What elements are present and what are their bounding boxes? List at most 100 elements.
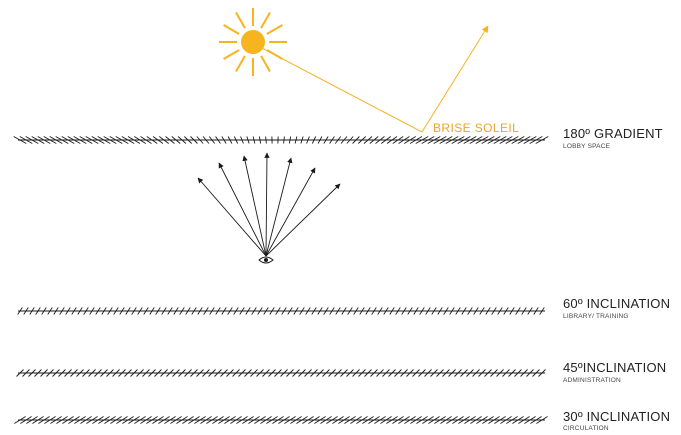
louver-fin — [239, 307, 245, 315]
louver-fin — [406, 369, 414, 377]
louver-fin — [118, 369, 126, 377]
louver-fin — [389, 307, 395, 315]
louver-fin — [434, 416, 446, 424]
louver-fin — [112, 369, 120, 377]
louver-fin — [404, 416, 416, 424]
louver-fin — [25, 136, 39, 144]
louver-fin — [31, 136, 45, 144]
louver-fin — [442, 369, 450, 377]
sight-line-arrow — [197, 177, 267, 257]
louver-fin — [61, 136, 75, 144]
louver-fin — [64, 369, 72, 377]
louver-fin — [52, 369, 60, 377]
louver-fin — [100, 369, 108, 377]
louver-fin — [310, 369, 318, 377]
louver-fin — [467, 307, 473, 315]
louver-fin — [37, 136, 51, 144]
louver-fin — [490, 369, 498, 377]
louver-fin — [370, 369, 378, 377]
louver-fin — [142, 369, 150, 377]
louver-fin — [430, 369, 438, 377]
louver-fin — [161, 307, 167, 315]
louver-fin — [392, 416, 404, 424]
louver-fin — [170, 416, 182, 424]
louver-fin — [306, 136, 310, 144]
louver-fin — [272, 416, 284, 424]
louver-fin — [257, 307, 263, 315]
louver-fin — [469, 136, 483, 144]
louver-fin — [386, 136, 398, 144]
louver-fin — [124, 369, 132, 377]
louver-fin — [425, 307, 431, 315]
louver-fin — [227, 136, 233, 144]
louver-fin — [154, 369, 162, 377]
louver-fin — [377, 307, 383, 315]
louver-fin — [288, 136, 292, 144]
louver-fin — [167, 307, 173, 315]
louver-fin — [514, 369, 522, 377]
louver-fin — [527, 307, 533, 315]
louver-fin — [329, 307, 335, 315]
louver-fin — [505, 136, 519, 144]
louver-fin — [143, 307, 149, 315]
louver-fin — [107, 307, 113, 315]
louver-fin — [62, 416, 74, 424]
louver-fin — [97, 136, 111, 144]
louver-fin — [227, 307, 233, 315]
louver-fin — [250, 369, 258, 377]
louver-fin — [401, 307, 407, 315]
louver-fin — [344, 416, 356, 424]
louver-fin — [202, 136, 210, 144]
louver-fin — [407, 307, 413, 315]
louver-fin — [499, 136, 513, 144]
louver-fin — [369, 136, 379, 144]
louver-fin — [437, 307, 443, 315]
louver-fin — [322, 369, 330, 377]
louver-fin — [287, 307, 293, 315]
louver-fin — [116, 416, 128, 424]
louver-fin — [101, 307, 107, 315]
louver-fin — [317, 136, 323, 144]
sight-line-arrow — [218, 162, 267, 257]
louver-fin — [329, 136, 335, 144]
louver-fin — [166, 369, 174, 377]
louver-fin — [127, 136, 141, 144]
louver-fin — [283, 136, 285, 144]
louver-fin — [173, 307, 179, 315]
louver-fin — [298, 369, 306, 377]
louver-fin — [252, 136, 256, 144]
louver-fin — [439, 136, 453, 144]
louver-fin — [482, 416, 494, 424]
louver-fin — [131, 307, 137, 315]
louver-fin — [85, 136, 99, 144]
louver-fin — [508, 369, 516, 377]
louver-fin — [440, 416, 452, 424]
louver-fin — [95, 307, 101, 315]
louver-fin — [26, 416, 38, 424]
louver-fin — [470, 416, 482, 424]
louver-fin — [140, 416, 152, 424]
louver-fin — [196, 369, 204, 377]
louver-fin — [346, 369, 354, 377]
louver-fin — [481, 136, 495, 144]
louver-fin — [67, 136, 81, 144]
louver-fin — [284, 416, 296, 424]
louver-fin — [533, 307, 539, 315]
louver-fin — [152, 136, 164, 144]
louver-fin — [34, 369, 42, 377]
louver-fin — [73, 136, 87, 144]
louver-fin — [436, 369, 444, 377]
louver-fin — [171, 136, 181, 144]
louver-fin — [292, 369, 300, 377]
louver-fin — [158, 416, 170, 424]
louver-fin — [347, 307, 353, 315]
louver-fin — [538, 369, 546, 377]
sun-ray-spike — [260, 55, 271, 72]
louver-fin — [523, 136, 537, 144]
louver-fin — [49, 136, 63, 144]
louver-fin — [500, 416, 512, 424]
sight-line-arrow — [265, 167, 316, 257]
louver-fin — [376, 369, 384, 377]
louver-fin — [184, 369, 192, 377]
louver-fin — [394, 369, 402, 377]
